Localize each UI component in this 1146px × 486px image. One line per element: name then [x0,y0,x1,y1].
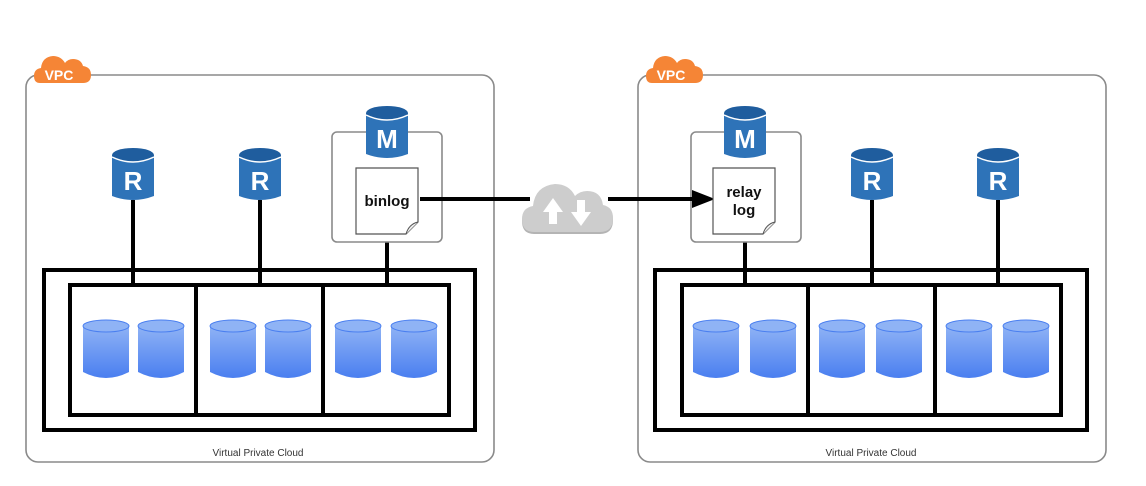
cylinder-rim [365,114,409,121]
database-cylinder-icon [977,155,1019,200]
master-node: M [723,106,767,158]
cylinder-rim [111,156,155,163]
database-cylinder-top [239,148,281,162]
node-letter: R [863,166,882,196]
cloud-upload-download-icon [522,184,613,234]
log-file-icon [712,167,776,235]
target-vpc: VPC [637,56,1107,463]
storage-volume-top [749,319,797,333]
storage-volume-top [82,319,130,333]
storage-volume-top [945,319,993,333]
storage-volume-top [209,319,257,333]
storage-volume [264,319,312,378]
master-node: M [365,106,409,158]
vpc-badge-label: VPC [657,67,686,83]
replication-stream [420,184,715,234]
database-cylinder-icon [239,155,281,200]
storage-volume [82,319,130,378]
vpc-caption: Virtual Private Cloud [826,448,917,459]
folded-corner [405,221,419,235]
storage-volume [692,319,740,378]
storage-volume-top [334,319,382,333]
storage-volume-icon [750,326,796,378]
storage-volume-top [264,319,312,333]
source-vpc-badge: VPC [34,56,91,83]
storage-volume [1002,319,1050,378]
vpc-cloud-icon [646,56,703,83]
cylinder-rim [238,156,282,163]
storage-volume-icon [391,326,437,378]
replica-node: R [111,148,155,200]
node-letter: R [989,166,1008,196]
database-cylinder-icon [724,113,766,158]
storage-volume-icon [1003,326,1049,378]
node-letter: R [251,166,270,196]
storage-volume-top [137,319,185,333]
database-cylinder-top [724,106,766,120]
log-label: log [733,202,756,219]
storage-volume-top [390,319,438,333]
log-label: binlog [365,193,410,210]
storage-volume [334,319,382,378]
log-label: relay [726,184,762,201]
cylinder-rim [723,114,767,121]
node-letter: M [734,124,756,154]
vpc-caption: Virtual Private Cloud [213,448,304,459]
vpc-badge-label: VPC [45,67,74,83]
storage-volume-icon [265,326,311,378]
replica-node: R [850,148,894,200]
storage-volume [209,319,257,378]
target-vpc-badge: VPC [646,56,703,83]
replica-node: R [976,148,1020,200]
storage-volume-top [692,319,740,333]
database-cylinder-top [851,148,893,162]
database-cylinder-icon [851,155,893,200]
storage-volume-icon [138,326,184,378]
node-letter: R [124,166,143,196]
node-letter: M [376,124,398,154]
database-cylinder-icon [366,113,408,158]
storage-volume-top [1002,319,1050,333]
folded-corner [762,221,776,235]
storage-volume-top [875,319,923,333]
storage-volume-icon [210,326,256,378]
storage-volume [875,319,923,378]
database-cylinder-top [366,106,408,120]
storage-volume-top [818,319,866,333]
storage-volume-icon [946,326,992,378]
source-vpc: VPC [25,56,495,463]
database-cylinder-top [977,148,1019,162]
storage-volume-icon [876,326,922,378]
storage-volume-icon [83,326,129,378]
storage-volume-icon [335,326,381,378]
database-cylinder-top [112,148,154,162]
upload-arrow-icon [543,198,563,224]
vpc-cloud-icon [34,56,91,83]
storage-volume [137,319,185,378]
storage-volume [390,319,438,378]
arrow-head-icon [692,190,715,208]
replica-node: R [238,148,282,200]
database-cylinder-icon [112,155,154,200]
cylinder-rim [850,156,894,163]
binlog-file: binlog [355,167,419,235]
storage-volume [945,319,993,378]
storage-volume [818,319,866,378]
storage-volume [749,319,797,378]
download-arrow-icon [571,200,591,226]
storage-volume-icon [819,326,865,378]
storage-volume-icon [693,326,739,378]
cylinder-rim [976,156,1020,163]
